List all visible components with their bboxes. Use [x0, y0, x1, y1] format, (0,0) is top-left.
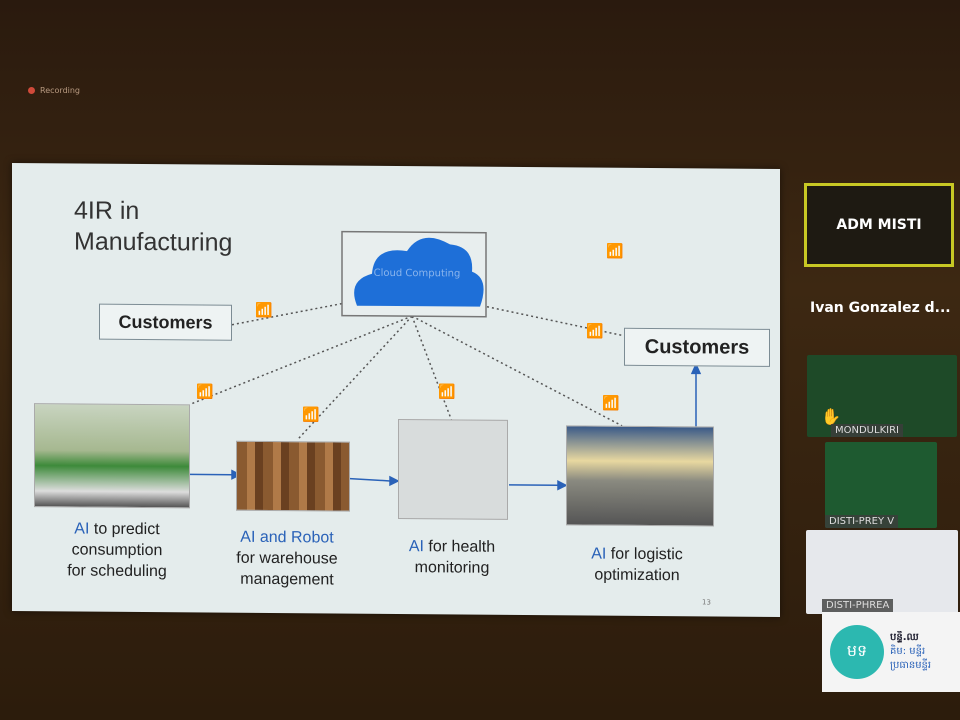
health-monitoring-image	[398, 419, 508, 520]
participant-tile[interactable]: ✋ MONDULKIRI	[807, 355, 957, 437]
logistics-image	[566, 425, 714, 527]
customers-right-box: Customers	[624, 327, 770, 367]
wifi-icon: 📶	[302, 407, 320, 424]
avatar: មទ	[830, 625, 884, 679]
warehouse-image	[236, 440, 350, 512]
recording-dot-icon	[28, 87, 35, 94]
wifi-icon: 📶	[602, 395, 620, 412]
trucks-image	[34, 403, 190, 509]
participant-tile[interactable]: DISTI-PHREA	[806, 530, 958, 614]
participant-card[interactable]: មទ បន្ទិ.ឈ គិម: មន្ទីរ ប្រធានមន្ទីរ	[822, 612, 960, 692]
cloud-computing-label: Cloud Computing	[373, 267, 461, 280]
customers-left-box: Customers	[99, 303, 232, 341]
tile-label: DISTI-PHREA	[822, 599, 894, 612]
active-speaker-tile[interactable]: ADM MISTI	[804, 183, 954, 267]
recording-indicator: Recording	[28, 86, 80, 95]
wifi-icon: 📶	[606, 243, 624, 260]
wifi-icon: 📶	[586, 323, 604, 340]
tile-label: DISTI-PREY V	[825, 515, 899, 528]
connection-lines	[189, 230, 702, 491]
wifi-icon: 📶	[255, 302, 273, 320]
participant-tile[interactable]: DISTI-PREY V	[825, 442, 937, 528]
wifi-icon: 📶	[438, 384, 456, 401]
card-text: បន្ទិ.ឈ គិម: មន្ទីរ ប្រធានមន្ទីរ	[890, 632, 932, 671]
recording-label: Recording	[40, 86, 81, 95]
wifi-icon: 📶	[196, 384, 214, 401]
participant-name: Ivan Gonzalez d...	[810, 300, 951, 316]
cloud-icon	[354, 237, 484, 307]
page-number: 13	[702, 598, 711, 607]
tile-label: MONDULKIRI	[831, 424, 903, 437]
raised-hand-icon: ✋	[821, 407, 841, 426]
